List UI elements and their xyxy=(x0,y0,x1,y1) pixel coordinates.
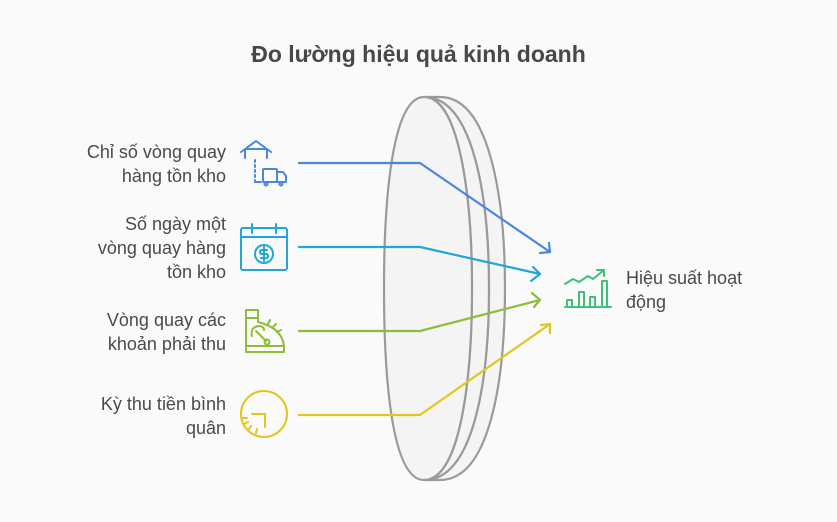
warehouse-truck-icon xyxy=(240,140,287,187)
input-label-avg-collection-period: Kỳ thu tiền bình quân xyxy=(101,392,226,440)
label-line: hàng tồn kho xyxy=(121,166,226,186)
connector-line-2 xyxy=(297,245,542,276)
arrowhead-4 xyxy=(539,322,552,335)
arrowhead-1 xyxy=(538,241,552,255)
label-line: khoản phải thu xyxy=(107,334,226,354)
label-line: vòng quay hàng xyxy=(97,238,226,258)
lens-shape xyxy=(382,95,507,482)
label-line: Hiệu suất hoạt xyxy=(626,268,743,288)
arrowhead-2 xyxy=(529,265,542,283)
page-title: Đo lường hiệu quả kinh doanh xyxy=(251,41,586,67)
label-line: Kỳ thu tiền bình xyxy=(100,394,226,414)
calendar-dollar-icon xyxy=(240,223,288,271)
label-line: động xyxy=(626,292,667,312)
connector-line-3 xyxy=(297,298,542,333)
input-label-receivables-turnover: Vòng quay các khoản phải thu xyxy=(107,308,226,356)
output-label-operating-efficiency: Hiệu suất hoạt động xyxy=(626,266,742,314)
label-line: tồn kho xyxy=(166,262,226,282)
label-line: Số ngày một xyxy=(124,214,226,234)
label-line: Vòng quay các xyxy=(106,310,226,330)
connector-line-1 xyxy=(297,161,552,254)
input-label-inventory-turnover: Chỉ số vòng quay hàng tồn kho xyxy=(87,140,226,188)
cash-register-icon xyxy=(245,309,285,353)
label-line: Chỉ số vòng quay xyxy=(86,142,226,162)
input-label-days-inventory: Số ngày một vòng quay hàng tồn kho xyxy=(98,212,226,284)
connector-line-4 xyxy=(297,322,552,417)
arrowhead-3 xyxy=(530,291,542,309)
label-line: quân xyxy=(185,418,226,438)
growth-chart-icon xyxy=(564,269,612,308)
clock-icon xyxy=(240,390,288,438)
